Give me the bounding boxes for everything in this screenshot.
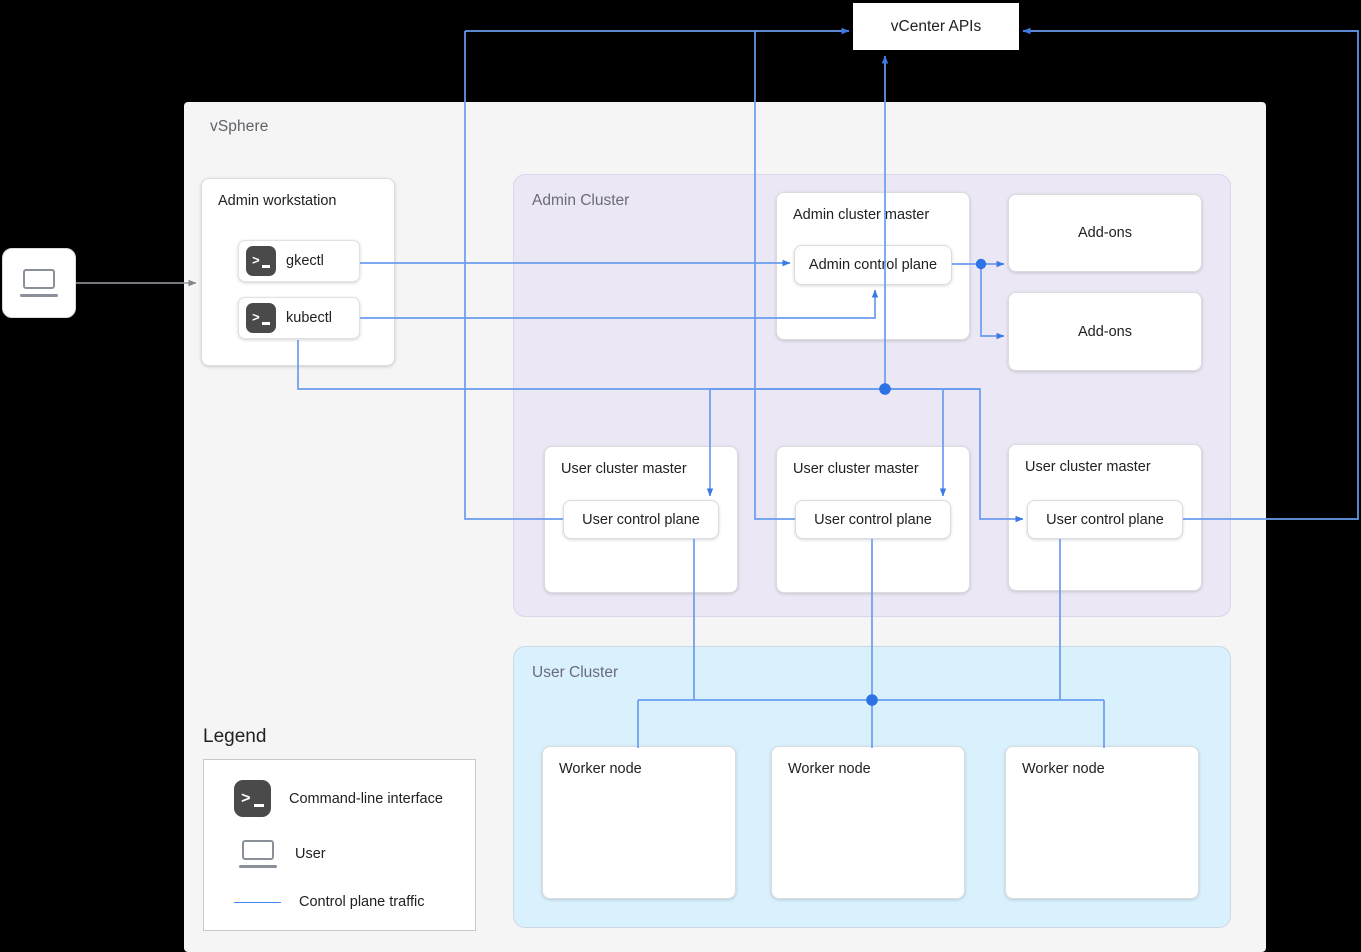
cli-gkectl[interactable]: gkectl: [238, 240, 360, 282]
legend-label-user: User: [295, 846, 326, 862]
vcenter-apis-card: vCenter APIs: [853, 3, 1019, 50]
cli-kubectl-label: kubectl: [286, 310, 332, 326]
worker-node-label-3: Worker node: [1022, 761, 1105, 777]
worker-node-card-3: Worker node: [1005, 746, 1199, 899]
cli-kubectl[interactable]: kubectl: [238, 297, 360, 339]
legend-item-user: User: [234, 840, 326, 868]
vsphere-label: vSphere: [210, 118, 269, 135]
admin-workstation-label: Admin workstation: [218, 193, 337, 209]
laptop-icon: [3, 249, 75, 317]
admin-control-plane-card: Admin control plane: [794, 245, 952, 285]
addons-card-1: Add-ons: [1008, 194, 1202, 272]
laptop-screen: [23, 269, 55, 289]
admin-cluster-label: Admin Cluster: [532, 192, 630, 209]
laptop-glyph: [20, 269, 58, 297]
laptop-screen: [242, 840, 274, 860]
addons-card-2: Add-ons: [1008, 292, 1202, 371]
legend-label-cli: Command-line interface: [289, 790, 443, 807]
legend-title: Legend: [203, 726, 267, 747]
user-control-plane-label-3: User control plane: [1046, 511, 1164, 528]
admin-control-plane-label: Admin control plane: [808, 257, 938, 273]
user-control-plane-card-3: User control plane: [1027, 500, 1183, 539]
worker-node-label-1: Worker node: [559, 761, 642, 777]
user-cluster-master-label-2: User cluster master: [793, 461, 919, 477]
worker-node-label-2: Worker node: [788, 761, 871, 777]
legend-label-traffic: Control plane traffic: [299, 894, 425, 910]
legend-item-traffic: Control plane traffic: [224, 894, 424, 910]
addons-label-2: Add-ons: [1077, 323, 1132, 340]
terminal-icon: [246, 303, 276, 333]
admin-cluster-master-label: Admin cluster master: [793, 207, 930, 223]
addons-label-1: Add-ons: [1077, 225, 1132, 241]
user-cluster-label: User Cluster: [532, 664, 619, 681]
worker-node-card-1: Worker node: [542, 746, 736, 899]
user-laptop-card: [2, 248, 76, 318]
legend-box: Command-line interface User Control plan…: [203, 759, 476, 931]
laptop-base: [239, 865, 277, 868]
laptop-base: [20, 294, 58, 297]
user-control-plane-label-2: User control plane: [814, 511, 932, 528]
user-cluster-master-label-1: User cluster master: [561, 461, 687, 477]
vcenter-apis-label: vCenter APIs: [890, 17, 982, 35]
terminal-icon: [234, 780, 271, 817]
terminal-icon: [246, 246, 276, 276]
cli-gkectl-label: gkectl: [286, 253, 324, 269]
user-control-plane-label-1: User control plane: [582, 511, 700, 528]
laptop-icon: [239, 840, 277, 868]
user-control-plane-card-2: User control plane: [795, 500, 951, 539]
worker-node-card-2: Worker node: [771, 746, 965, 899]
line-swatch-icon: [234, 901, 281, 903]
user-cluster-master-label-3: User cluster master: [1025, 459, 1151, 475]
user-control-plane-card-1: User control plane: [563, 500, 719, 539]
legend-item-cli: Command-line interface: [234, 780, 443, 817]
